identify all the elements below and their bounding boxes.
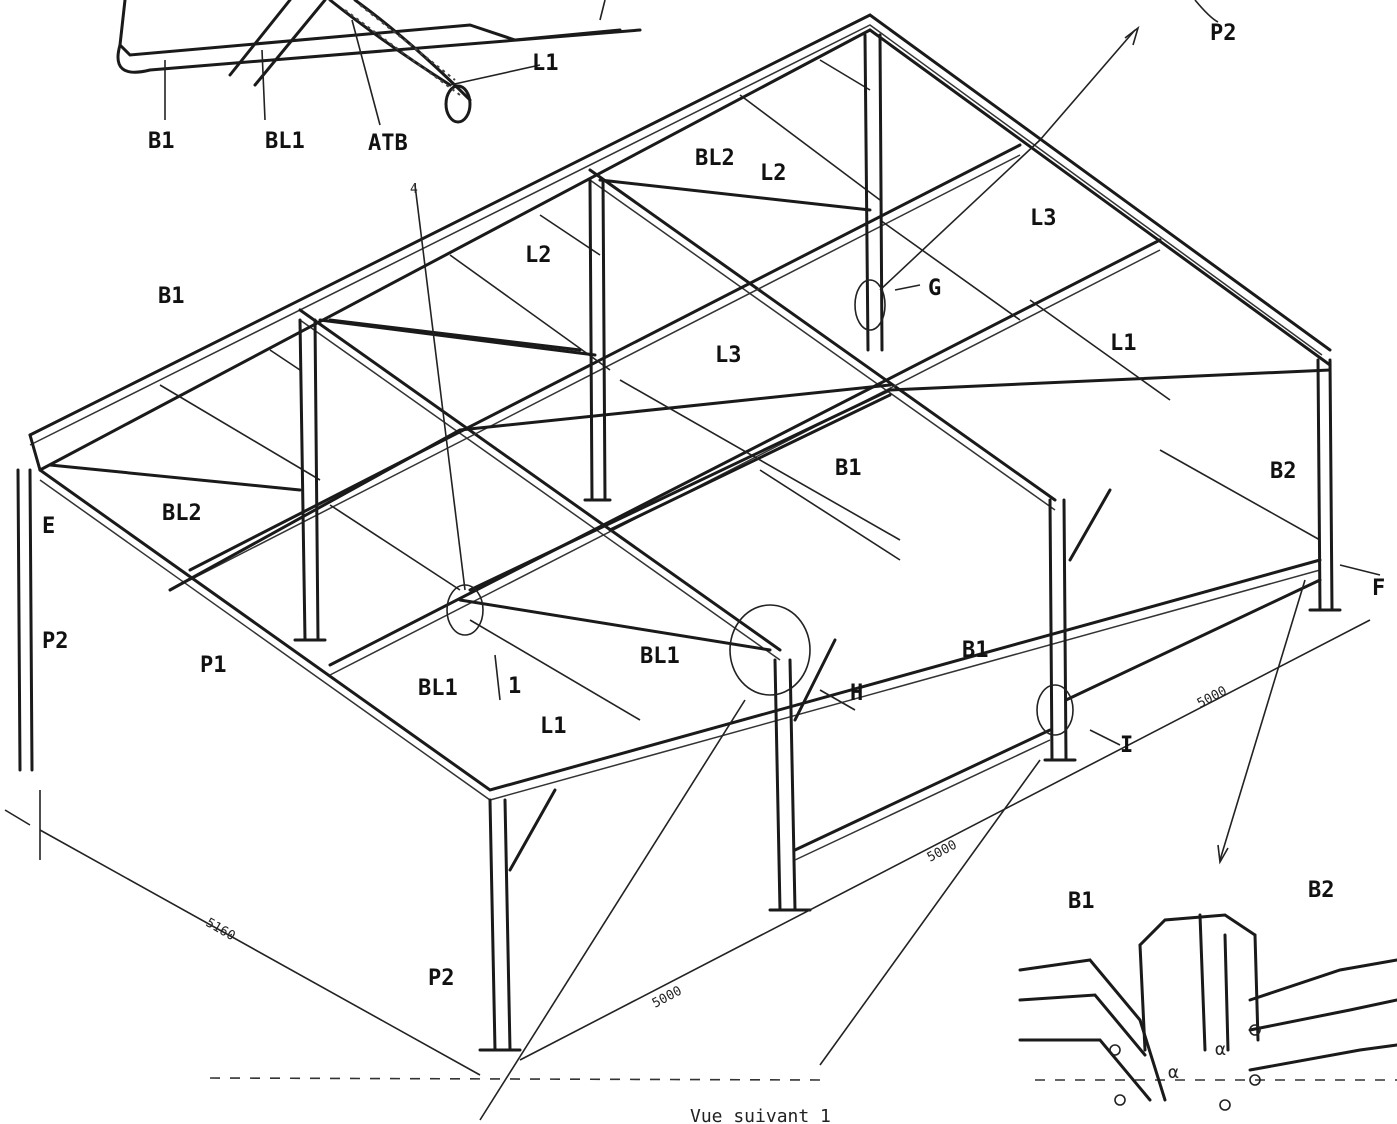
label-l1-front: L1: [540, 714, 567, 739]
label-b2-right: B2: [1270, 459, 1297, 484]
inset-detail-top-left: [116, 0, 642, 126]
svg-text:α: α: [1168, 1062, 1179, 1083]
label-arrow-1a: 1: [508, 674, 521, 699]
dimension-lines: [4, 619, 1397, 1081]
label-detail-h: H: [850, 681, 863, 706]
label-detail-g: G: [928, 276, 941, 301]
label-p2-left: P2: [42, 629, 69, 654]
leader-lines: [414, 25, 1381, 1121]
columns: [16, 33, 1342, 1052]
label-num-4: 4: [410, 182, 418, 197]
detail-circle-i: [1036, 684, 1074, 736]
inset-detail-bottom-right: α α: [1018, 913, 1397, 1111]
label-p2-top: P2: [1210, 21, 1237, 46]
label-l3-mid: L3: [715, 343, 742, 368]
label-l3-right: L3: [1030, 206, 1057, 231]
label-atb: ATB: [368, 131, 408, 156]
label-bl1-top: BL1: [265, 129, 305, 154]
dimension-5160: 5160: [203, 915, 238, 944]
label-detail-e: E: [42, 514, 55, 539]
drawing-caption: Vue suivant 1: [690, 1106, 831, 1124]
label-b1-top: B1: [148, 129, 175, 154]
label-b1-detail: B1: [1068, 889, 1095, 914]
dimension-5000-right: 5000: [1195, 684, 1230, 712]
dimension-5000-bottom: 5000: [650, 984, 685, 1012]
label-bl2-left: BL2: [162, 501, 202, 526]
detail-circle-1: [446, 584, 484, 636]
label-b1-left: B1: [158, 284, 185, 309]
label-p2-bottom: P2: [428, 966, 455, 991]
label-bl1-bottom: BL1: [418, 676, 458, 701]
label-bl1-front: BL1: [640, 644, 680, 669]
label-l2-mid: L2: [525, 243, 552, 268]
label-l2-back: L2: [760, 161, 787, 186]
detail-circle-g: [854, 279, 886, 331]
label-p1: P1: [200, 653, 227, 678]
label-detail-i: I: [1120, 733, 1133, 758]
detail-circle-h: [729, 604, 811, 696]
label-b1-front: B1: [962, 638, 989, 663]
label-detail-f: F: [1372, 576, 1385, 601]
roof-frame: [28, 13, 1332, 801]
label-bl2-back: BL2: [695, 146, 735, 171]
label-b1-mid: B1: [835, 456, 862, 481]
svg-text:α: α: [1215, 1039, 1226, 1060]
label-l1-right: L1: [1110, 331, 1137, 356]
label-l1-top: L1: [532, 51, 559, 76]
label-b2-detail: B2: [1308, 878, 1335, 903]
